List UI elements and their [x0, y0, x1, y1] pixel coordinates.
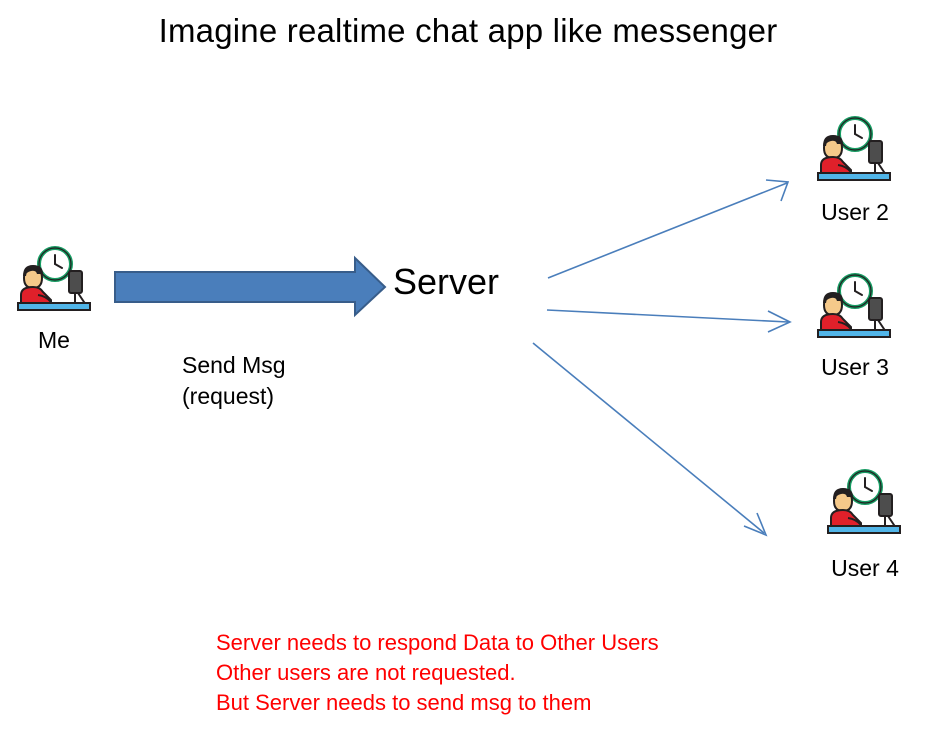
node-label-user4: User 4 — [831, 555, 899, 581]
page-title: Imagine realtime chat app like messenger — [158, 12, 778, 49]
response-arrow-user2 — [547, 179, 790, 279]
annotation-note: Server needs to respond Data to Other Us… — [216, 628, 659, 718]
annotation-note-line3: But Server needs to send msg to them — [216, 690, 592, 715]
annotation-note-line2: Other users are not requested. — [216, 660, 516, 685]
request-arrow-label-line2: (request) — [182, 383, 275, 409]
request-arrow-label: Send Msg (request) — [182, 350, 286, 412]
request-block-arrow — [114, 255, 387, 318]
workstation-icon-user4 — [822, 468, 906, 540]
request-arrow-label-line1: Send Msg — [182, 352, 286, 378]
workstation-icon-user2 — [812, 115, 896, 187]
node-label-user3: User 3 — [821, 354, 889, 380]
response-arrow-user4 — [532, 342, 768, 537]
node-label-me: Me — [38, 327, 70, 353]
annotation-note-line1: Server needs to respond Data to Other Us… — [216, 630, 659, 655]
node-label-user2: User 2 — [821, 199, 889, 225]
response-arrow-user3 — [546, 309, 792, 333]
workstation-icon-me — [12, 245, 96, 317]
workstation-icon-user3 — [812, 272, 896, 344]
server-label: Server — [393, 261, 500, 302]
